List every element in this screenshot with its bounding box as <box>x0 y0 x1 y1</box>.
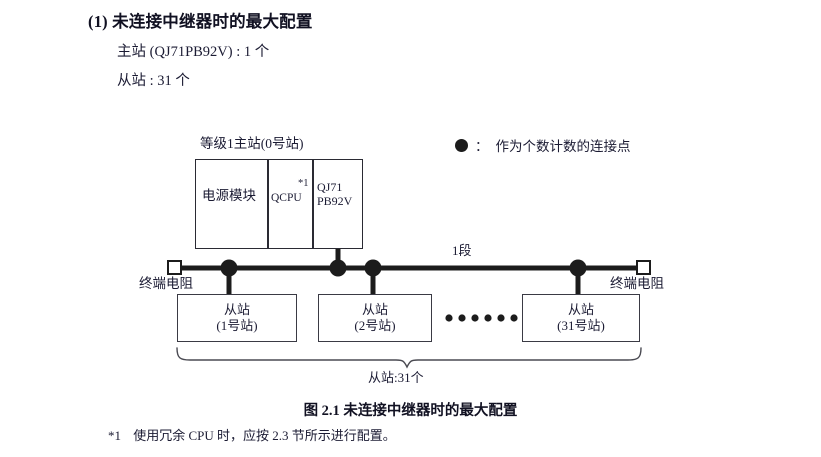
module-box-qj71pb92v <box>313 159 363 249</box>
page-title: (1) 未连接中继器时的最大配置 <box>88 8 608 32</box>
spec-line-master: 主站 (QJ71PB92V) : 1 个 <box>117 44 270 60</box>
filled-circle-icon <box>455 138 468 152</box>
master-group-label: 等级1主站(0号站) <box>200 136 304 151</box>
legend: ： 作为个数计数的连接点 <box>455 135 631 155</box>
slave-station-number-1: (1号站) <box>216 318 258 333</box>
connection-point-dot-slave-2 <box>364 259 382 277</box>
module-label-power-supply: 电源模块 <box>202 188 256 203</box>
slave-station-name-1: 从站 <box>223 301 250 317</box>
module-box-qcpu <box>268 159 313 249</box>
slave-station-number-31: (31号站) <box>557 318 605 333</box>
slave-station-box-31: 从站 (31号站) <box>522 294 640 342</box>
figure-caption: 图 2.1 未连接中继器时的最大配置 <box>303 403 518 419</box>
slave-station-number-2: (2号站) <box>354 318 396 333</box>
slave-count-brace <box>176 347 642 369</box>
terminator-right-label: 终端电阻 <box>610 276 664 291</box>
legend-separator: ： <box>475 139 489 154</box>
terminator-right-icon <box>636 260 651 275</box>
terminator-left-icon <box>167 260 182 275</box>
section-title-text: 未连接中继器时的最大配置 <box>112 12 313 31</box>
module-label-qj71pb92v-line2: PB92V <box>317 193 353 208</box>
slave-station-name-2: 从站 <box>361 301 388 317</box>
legend-label: 作为个数计数的连接点 <box>495 139 631 154</box>
module-label-qj71pb92v: QJ71 PB92V <box>317 180 353 209</box>
footnote-mark: *1 <box>108 428 121 443</box>
section-number: (1) <box>88 12 108 31</box>
terminator-left-label: 终端电阻 <box>139 276 193 291</box>
segment-label: 1段 <box>452 243 472 258</box>
slave-station-name-31: 从站 <box>567 301 594 317</box>
slave-station-box-2: 从站 (2号站) <box>318 294 432 342</box>
module-box-power-supply <box>195 159 268 249</box>
section-heading-block: (1) 未连接中继器时的最大配置 主站 (QJ71PB92V) : 1 个 从站… <box>88 8 608 90</box>
module-label-qj71pb92v-line1: QJ71 <box>317 180 343 194</box>
footnote: *1 使用冗余 CPU 时，应按 2.3 节所示进行配置。 <box>108 425 396 444</box>
footnote-text: 使用冗余 CPU 时，应按 2.3 节所示进行配置。 <box>133 428 396 443</box>
connection-point-dot-slave-1 <box>220 259 238 277</box>
connection-point-dot-master <box>329 259 347 277</box>
footnote-mark-qcpu: *1 <box>298 178 309 189</box>
module-label-qcpu: QCPU <box>271 192 302 204</box>
ellipsis-dots <box>445 314 518 322</box>
connection-point-dot-slave-31 <box>569 259 587 277</box>
slave-count-label: 从站:31个 <box>368 370 424 385</box>
slave-station-box-1: 从站 (1号站) <box>177 294 297 342</box>
spec-line-slave: 从站 : 31 个 <box>117 73 190 89</box>
